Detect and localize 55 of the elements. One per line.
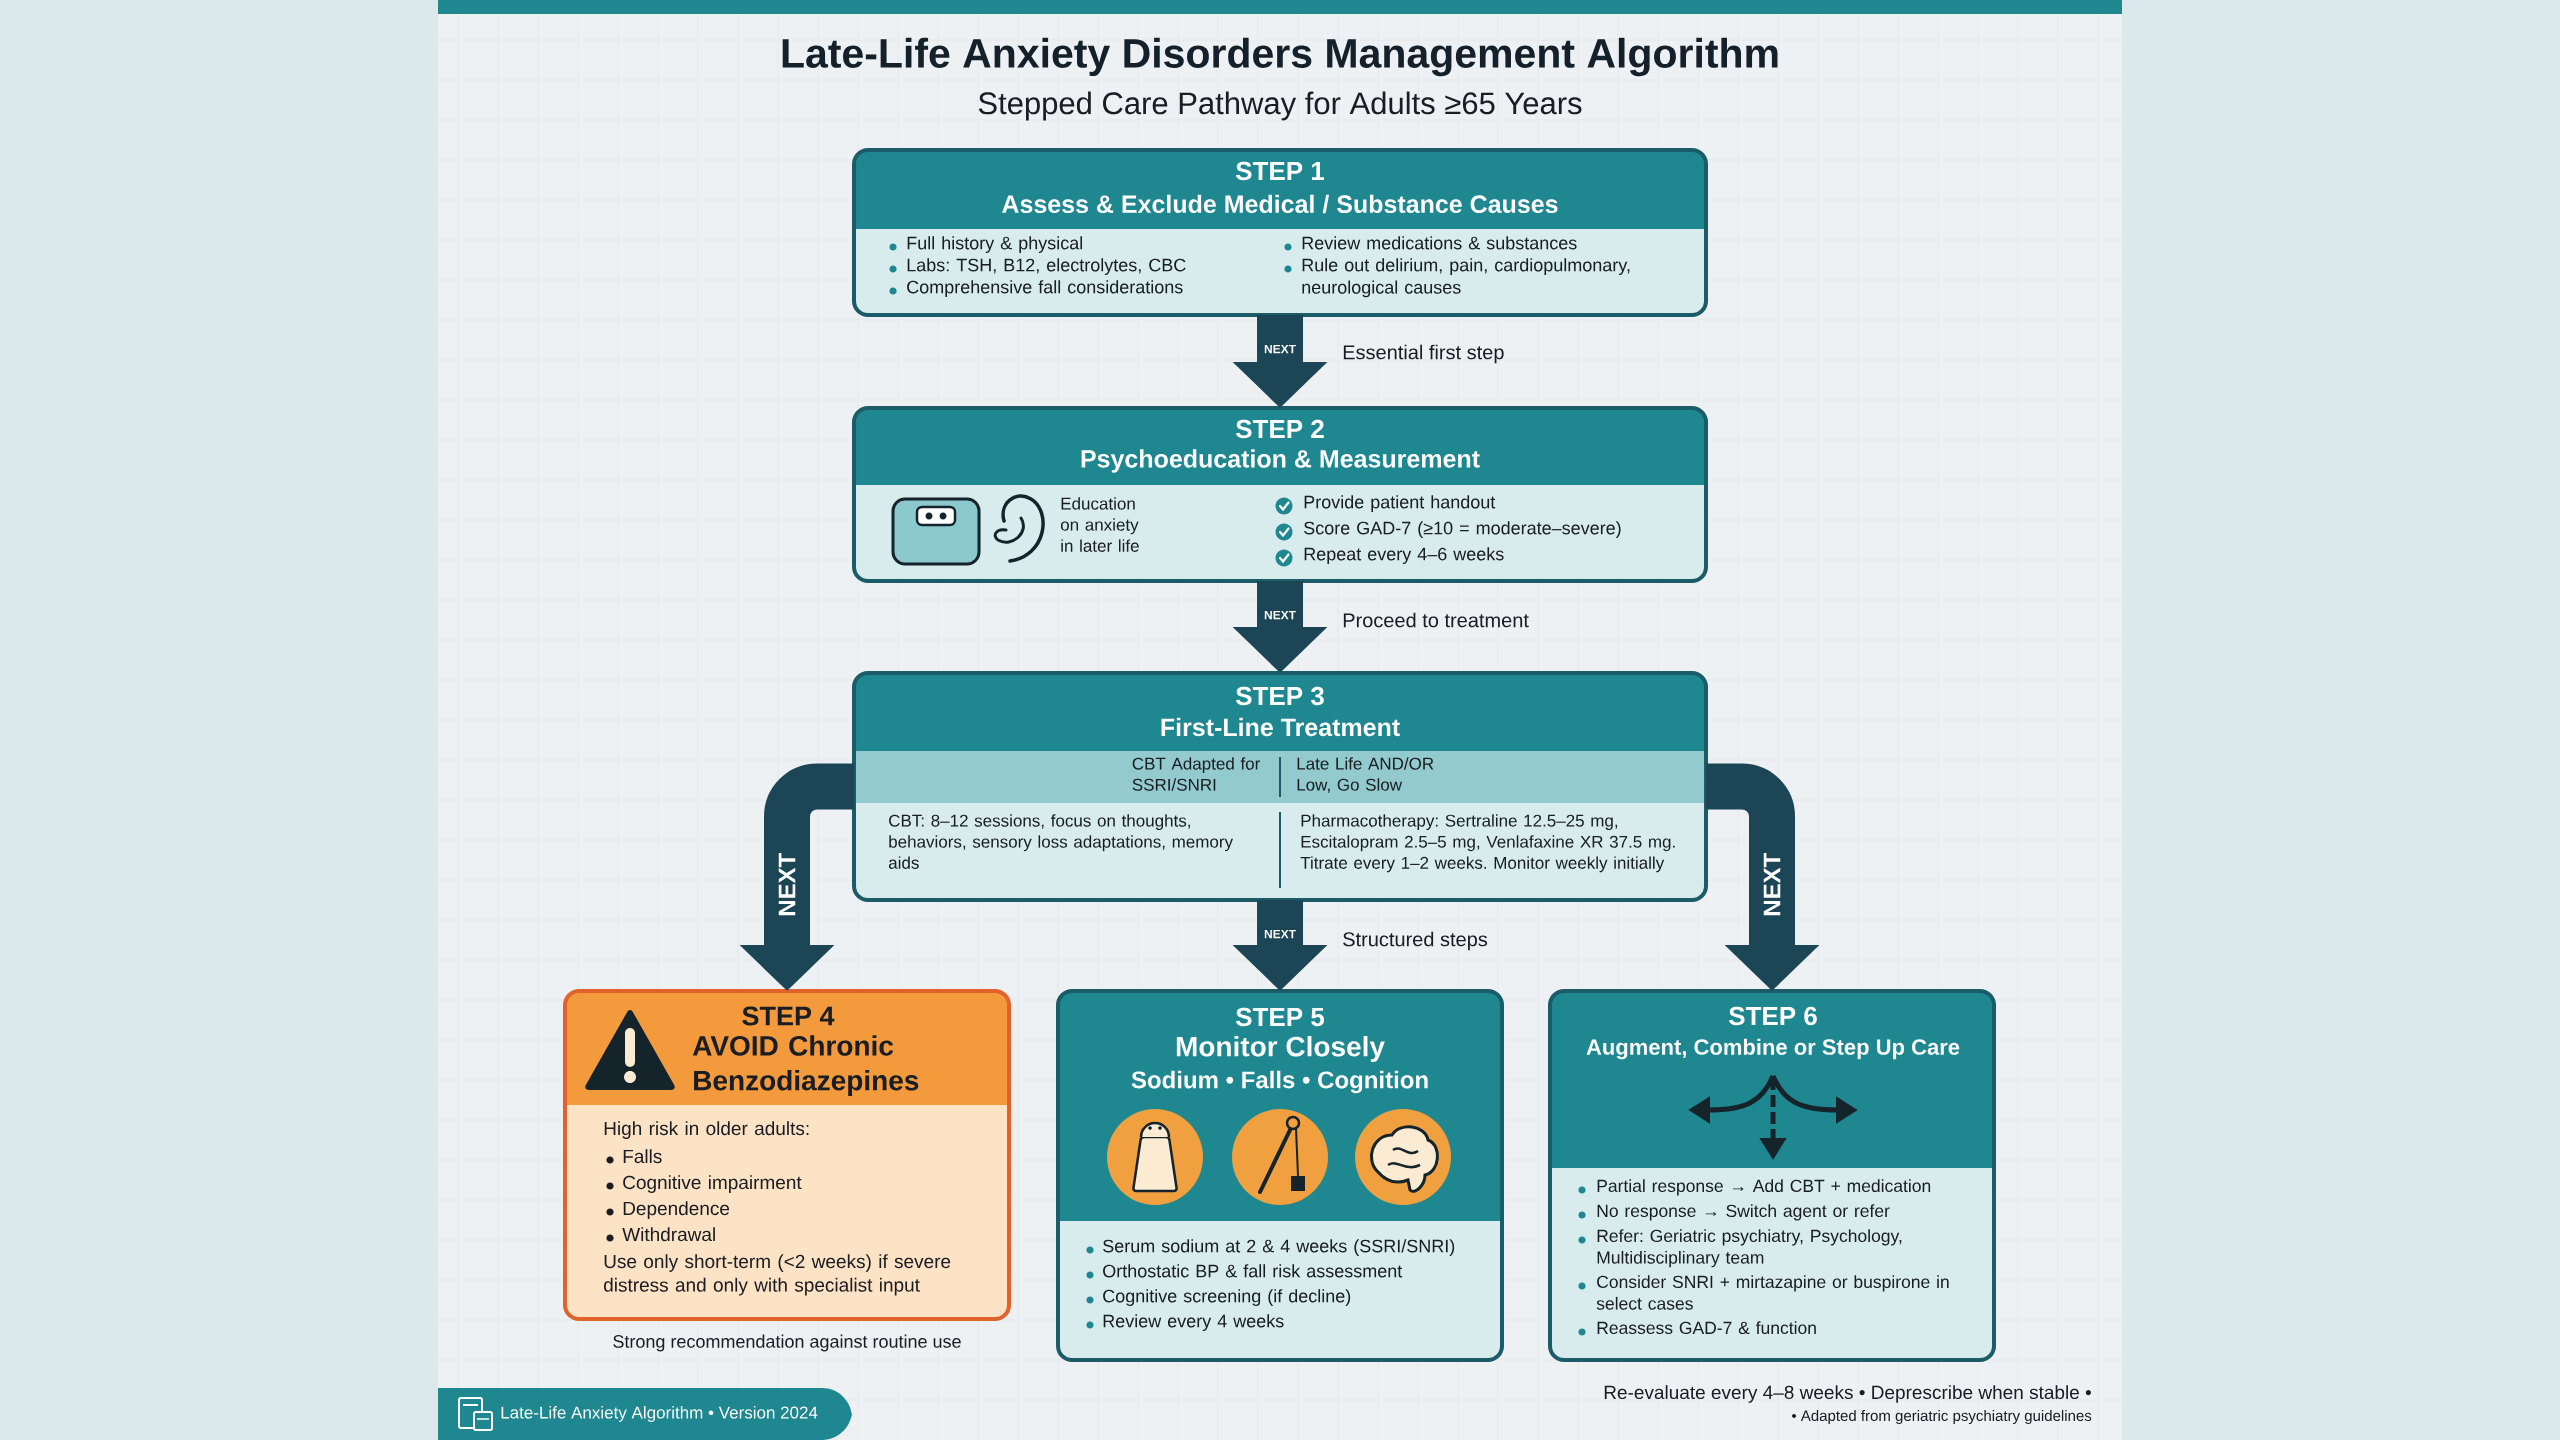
step-heading: First-Line Treatment: [1161, 717, 1400, 737]
list-item: Dependence: [623, 1201, 730, 1219]
edge-label: NEXT: [1762, 851, 1782, 919]
title: Late-Life Anxiety Disorders Management Algorithm: [782, 37, 1778, 77]
note-text: Structured steps: [1343, 931, 1488, 951]
subheading: Sodium • Falls • Cognition: [1131, 1070, 1428, 1094]
step-label: STEP 2: [1235, 419, 1324, 439]
list-item: Reassess GAD-7 & function: [1597, 1321, 1816, 1335]
list-item: Labs: TSH, B12, electrolytes, CBC: [907, 258, 1186, 275]
list-item: Comprehensive fall considerations: [907, 280, 1183, 297]
edge-label: NEXT: [1262, 609, 1298, 621]
edge-label: NEXT: [777, 851, 797, 919]
body-text: CBT: 8–12 sessions, focus on thoughts, behaviors, sensory loss adaptations, memory aids: [888, 814, 1233, 869]
list-item: Refer: Geriatric psychiatry, Psychology, Multidisciplinary team: [1597, 1229, 1902, 1268]
body-text: High risk in older adults:: [604, 1121, 809, 1139]
column-heading: CBT Adapted for SSRI/SNRI: [1132, 757, 1260, 791]
note-text: Proceed to treatment: [1343, 612, 1529, 628]
footer-tab: Late-Life Anxiety Algorithm • Version 2024: [438, 1388, 852, 1440]
note-text: Strong recommendation against routine use: [613, 1334, 961, 1352]
step-label: STEP 1: [1235, 161, 1325, 181]
body-text: Use only short-term (<2 weeks) if severe distress and only with specialist input: [604, 1254, 951, 1296]
step-heading: Assess & Exclude Medical / Substance Causes: [1002, 194, 1558, 214]
list-item: Cognitive impairment: [623, 1175, 802, 1193]
list-item: Serum sodium at 2 & 4 weeks (SSRI/SNRI): [1103, 1239, 1455, 1256]
list-item: Partial response → Add CBT + medication: [1597, 1179, 1931, 1196]
body-text: Education on anxiety in later life: [1060, 497, 1139, 552]
list-item: Repeat every 4–6 weeks: [1304, 547, 1504, 564]
subtitle: Stepped Care Pathway for Adults ≥65 Years: [978, 91, 1582, 121]
list-item: Cognitive screening (if decline): [1103, 1289, 1351, 1306]
list-item: Full history & physical: [907, 236, 1082, 253]
note-text: Essential first step: [1343, 344, 1504, 364]
step-heading: Psychoeducation & Measurement: [1081, 449, 1480, 473]
list-item: Provide patient handout: [1304, 495, 1496, 512]
list-item: Consider SNRI + mirtazapine or buspirone in select cases: [1596, 1275, 1949, 1310]
list-item: Falls: [623, 1149, 662, 1164]
edge-label: NEXT: [1262, 343, 1298, 355]
list-item: Review medications & substances: [1302, 236, 1577, 250]
step-heading: Augment, Combine or Step Up Care: [1586, 1038, 1960, 1060]
list-item: Withdrawal: [622, 1227, 715, 1242]
step-heading: Monitor Closely: [1176, 1035, 1385, 1063]
column-heading: Late Life AND/OR Low, Go Slow: [1297, 757, 1434, 793]
step-label: STEP 4: [742, 1006, 835, 1026]
step-label: STEP 3: [1235, 686, 1324, 706]
list-item: Review every 4 weeks: [1103, 1314, 1284, 1331]
list-item: No response → Switch agent or refer: [1597, 1204, 1890, 1221]
list-item: Rule out delirium, pain, cardiopulmonary, neurological causes: [1302, 258, 1630, 298]
step-label: STEP 5: [1235, 1007, 1325, 1027]
footer-note: • Adapted from geriatric psychiatry guidelines: [1792, 1410, 2092, 1424]
warning-heading: AVOID Chronic Benzodiazepines: [692, 1035, 919, 1096]
body-text: Pharmacotherapy: Sertraline 12.5–25 mg, Escitalopram 2.5–5 mg, Venlafaxine XR 37.5 mg. Titrate every 1–2 weeks. Monitor weekly initially: [1300, 814, 1675, 873]
step-label: STEP 6: [1728, 1006, 1817, 1026]
list-item: Orthostatic BP & fall risk assessment: [1103, 1264, 1403, 1278]
edge-label: NEXT: [1262, 928, 1298, 940]
footer-note: Re-evaluate every 4–8 weeks • Deprescribe when stable •: [1604, 1385, 2091, 1403]
list-item: Score GAD-7 (≥10 = moderate–severe): [1304, 521, 1621, 538]
